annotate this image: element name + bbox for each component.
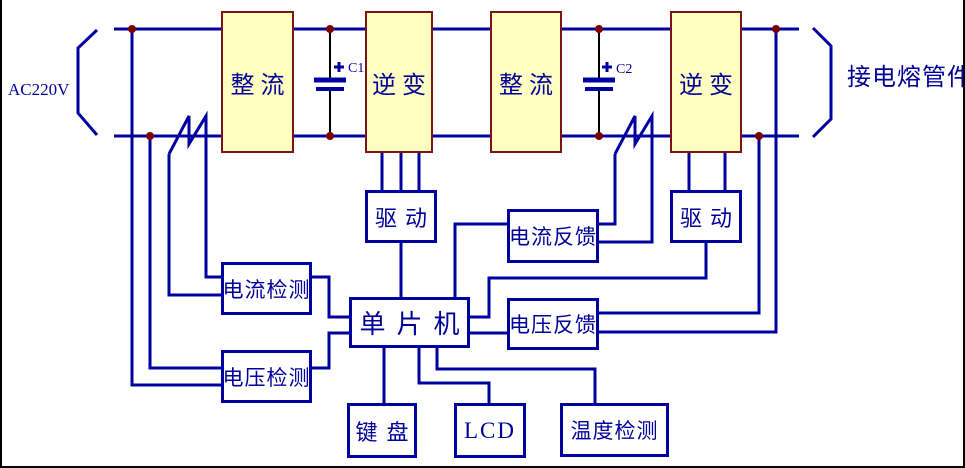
- capacitor-c2-icon: [583, 29, 615, 136]
- block-voltage-feedback: 电压反馈: [507, 298, 599, 350]
- block-inverter-1: 逆变: [365, 11, 433, 153]
- wire-mcu-to-current-feedback: [453, 222, 507, 297]
- block-drive-1: 驱动: [365, 190, 437, 243]
- capacitor-c1-icon: [314, 29, 346, 136]
- block-voltage-detect: 电压检测: [221, 350, 312, 403]
- block-keyboard: 键盘: [347, 403, 417, 458]
- wire-voltage-detect-to-mcu: [312, 331, 349, 370]
- wire-mcu-to-temp-detect: [435, 348, 597, 403]
- wire-voltage-feedback-to-toprail: [599, 29, 778, 334]
- wire-current-feedback-to-sensor2-b: [599, 155, 654, 244]
- output-label: 接电熔管件: [847, 65, 965, 91]
- wire-current-detect-to-mcu: [312, 275, 349, 319]
- block-current-feedback: 电流反馈: [507, 209, 599, 263]
- wire-toprail-to-voltage-detect: [130, 29, 221, 387]
- wire-bottomrail-to-voltage-detect: [148, 136, 221, 370]
- c2-plus-icon: [602, 62, 612, 72]
- c1-plus-icon: [334, 62, 344, 72]
- block-current-detect: 电流检测: [221, 262, 312, 315]
- block-rectifier-2: 整流: [490, 11, 562, 153]
- cap1-label: C1: [348, 61, 365, 76]
- block-rectifier-1-label: 整流: [230, 72, 291, 99]
- block-drive-1-label: 驱动: [375, 205, 436, 231]
- wire-sensor1-to-current-detect-a: [167, 154, 221, 297]
- output-bracket: [811, 26, 833, 139]
- block-voltage-feedback-label: 电压反馈: [509, 313, 597, 337]
- wire-drive2-to-mcu: [470, 243, 708, 319]
- block-temp-detect-label: 温度检测: [570, 419, 659, 443]
- block-inverter-1-label: 逆变: [372, 72, 432, 99]
- block-mcu-label: 单片机: [359, 310, 471, 339]
- block-drive-2-label: 驱动: [680, 205, 741, 231]
- wire-current-feedback-to-sensor2-a: [599, 154, 617, 226]
- block-keyboard-label: 键盘: [355, 419, 418, 445]
- block-inverter-2: 逆变: [670, 11, 742, 153]
- cap2-label: C2: [616, 62, 633, 77]
- current-sensor-2-icon: [613, 110, 654, 155]
- block-temp-detect: 温度检测: [560, 403, 669, 457]
- junction-dots: [128, 25, 780, 140]
- wire-voltage-feedback-to-bottomrail: [599, 136, 761, 315]
- block-rectifier-1: 整流: [221, 11, 294, 153]
- block-drive-2: 驱动: [670, 190, 742, 243]
- current-sensor-1-icon: [167, 110, 208, 155]
- block-current-feedback-label: 电流反馈: [509, 225, 597, 249]
- block-mcu: 单片机: [349, 297, 470, 348]
- ac-input-bracket: [76, 28, 99, 136]
- wire-mcu-to-lcd: [417, 348, 491, 403]
- block-lcd: LCD: [454, 403, 526, 458]
- block-inverter-2-label: 逆变: [679, 72, 739, 99]
- ac-input-label: AC220V: [8, 80, 70, 99]
- block-lcd-label: LCD: [464, 417, 516, 443]
- block-current-detect-label: 电流检测: [222, 277, 311, 302]
- block-voltage-detect-label: 电压检测: [222, 365, 311, 390]
- wire-sensor1-to-current-detect-b: [204, 155, 221, 279]
- block-rectifier-2-label: 整流: [499, 72, 559, 99]
